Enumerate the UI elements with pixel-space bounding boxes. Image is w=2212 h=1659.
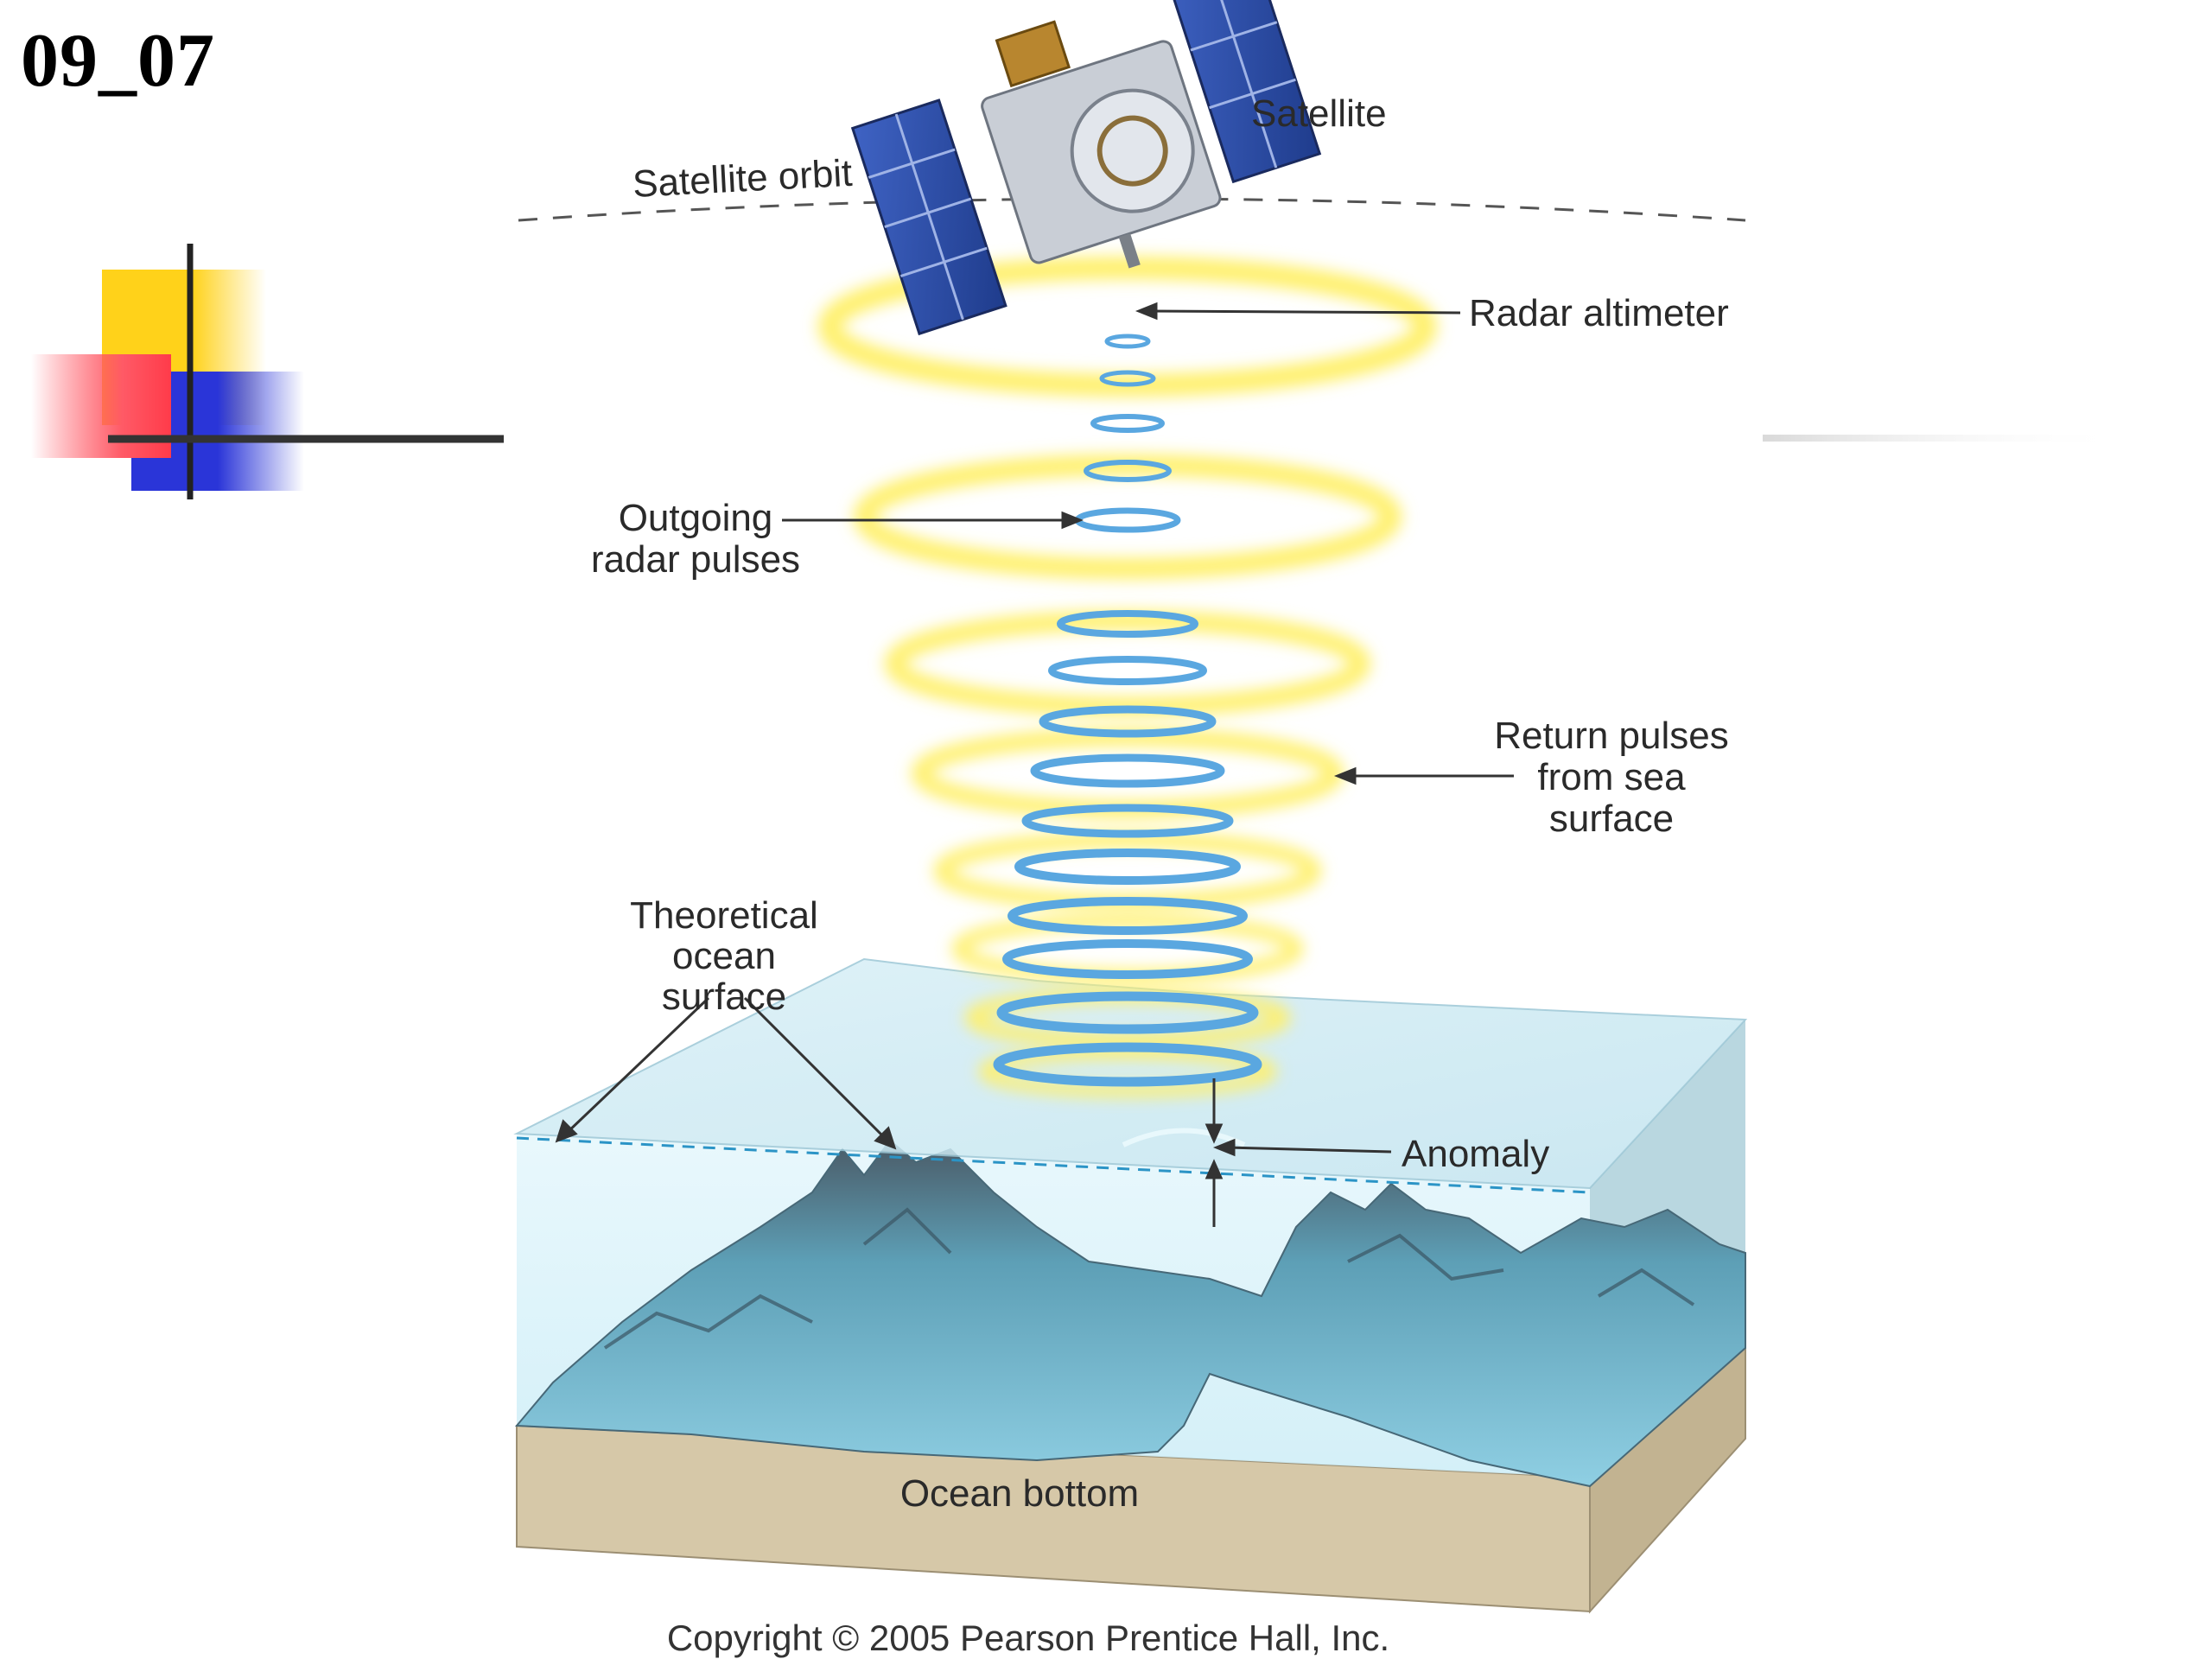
- outgoing-label-line1: Outgoing: [619, 497, 773, 539]
- solar-panel-left: [850, 99, 1007, 336]
- theoretical-surface-line: [516, 1136, 1591, 1194]
- outgoing-pulse-ring: [1030, 753, 1225, 788]
- radar-altimeter-arrowhead: [1135, 302, 1158, 321]
- theoretical-arrow-left: [564, 996, 710, 1135]
- deco-fade-line: [1763, 435, 2126, 442]
- ocean-bottom-label: Ocean bottom: [900, 1472, 1139, 1515]
- satellite-dish-center: [1096, 115, 1168, 187]
- outgoing-pulse-ring: [993, 1042, 1262, 1087]
- outgoing-pulse-ring: [1090, 414, 1165, 433]
- water-top-surface: [513, 957, 1748, 1190]
- outgoing-pulse-ring: [1021, 804, 1234, 838]
- seafloor-terrain: [514, 1139, 1746, 1488]
- return-label-line2: from sea: [1537, 756, 1686, 798]
- outgoing-pulses-arrowhead: [1061, 511, 1084, 530]
- return-label-line1: Return pulses: [1494, 715, 1728, 757]
- theoretical-arrow-right: [743, 996, 887, 1141]
- satellite-orbit-path: [518, 197, 1746, 222]
- theoretical-label-line1: Theoretical: [630, 894, 818, 937]
- theoretical-label-line2: ocean: [672, 935, 776, 977]
- anomaly-down-arrowhead: [1205, 1123, 1224, 1144]
- outgoing-pulse-ring: [1039, 705, 1217, 738]
- outgoing-pulse-ring: [1074, 507, 1181, 533]
- radar-altimeter-arrow: [1148, 309, 1461, 315]
- anomaly-label: Anomaly: [1402, 1133, 1549, 1175]
- outgoing-pulse-ring: [1099, 370, 1156, 387]
- outgoing-pulse-ring: [1084, 460, 1172, 482]
- theoretical-arrowhead-left: [555, 1119, 578, 1143]
- satellite-label: Satellite: [1251, 92, 1387, 135]
- altimeter-antenna: [1118, 233, 1141, 269]
- outgoing-pulse-ring: [1057, 610, 1198, 638]
- theoretical-label-line3: surface: [662, 976, 786, 1018]
- outgoing-pulses: [993, 334, 1262, 1087]
- outgoing-label-line2: radar pulses: [591, 538, 800, 581]
- outgoing-pulse-ring: [1007, 897, 1248, 935]
- return-label-line3: surface: [1549, 798, 1674, 840]
- satellite: [850, 0, 1322, 336]
- satellite-dish: [1070, 88, 1195, 213]
- radar-altimeter-label: Radar altimeter: [1469, 292, 1729, 334]
- return-pulse-ring: [912, 728, 1344, 818]
- seafloor-texture: [603, 1207, 1695, 1350]
- annotation-arrows: [555, 302, 1514, 1227]
- outgoing-pulse-ring: [1014, 849, 1241, 885]
- return-pulse-ring: [979, 1046, 1276, 1096]
- outgoing-pulse-ring: [996, 991, 1259, 1034]
- satellite-box: [995, 20, 1071, 88]
- copyright-notice: Copyright © 2005 Pearson Prentice Hall, …: [667, 1618, 1389, 1658]
- theoretical-arrowhead-right: [874, 1126, 897, 1150]
- satellite-orbit-label: Satellite orbit: [632, 152, 854, 206]
- outgoing-pulse-ring: [1104, 334, 1151, 349]
- outgoing-pulse-ring: [1048, 656, 1207, 685]
- anomaly-arrowhead: [1212, 1138, 1236, 1157]
- return-pulses-arrowhead: [1333, 766, 1357, 785]
- anomaly-up-arrowhead: [1205, 1159, 1224, 1179]
- slide-number: 09_07: [21, 19, 215, 103]
- anomaly-arrow: [1226, 1146, 1392, 1154]
- solar-panel-right: [1151, 0, 1322, 184]
- outgoing-pulse-ring: [1002, 939, 1253, 979]
- sea-surface-bulge: [1122, 1128, 1246, 1147]
